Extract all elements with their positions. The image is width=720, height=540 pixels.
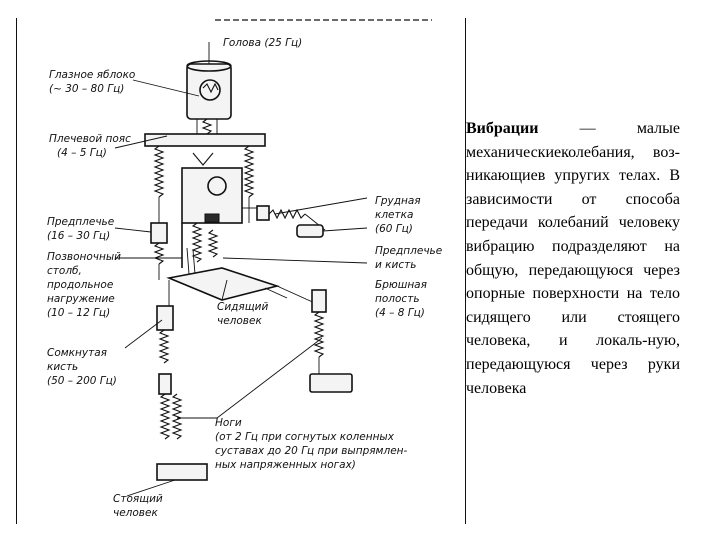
label-fist: Сомкнутая [47, 347, 107, 359]
definition-term: Вибрации [466, 120, 539, 137]
pelvis-seat-part [166, 267, 318, 308]
label-forearm-hand-2: и кисть [375, 259, 416, 271]
chest-part [181, 152, 326, 238]
label-chest-2: клетка [375, 209, 413, 221]
label-standing: Стоящий [113, 493, 163, 505]
diagram-labels: Голова (25 Гц) Глазное яблоко (~ 30 – 80… [47, 37, 442, 519]
label-seated-2: человек [217, 315, 262, 327]
label-forearm: Предплечье [47, 216, 114, 228]
label-legs: Ноги [215, 417, 242, 429]
label-legs-3: суставах до 20 Гц при выпрямлен- [215, 445, 408, 457]
label-chest-freq: (60 Гц) [375, 223, 413, 235]
label-spine-2: столб, [47, 265, 82, 277]
label-eyeball: Глазное яблоко [49, 69, 135, 81]
label-forearm-hand: Предплечье [375, 245, 442, 257]
label-seated: Сидящий [217, 301, 268, 313]
definition-text: Вибрации — малые механическиеколебания, … [466, 117, 680, 400]
standing-leg-part [126, 305, 208, 497]
label-spine-4: нагружение [47, 293, 115, 305]
label-shoulder: Плечевой пояс [49, 133, 131, 145]
head-part [186, 42, 232, 135]
label-fist-2: кисть [47, 361, 78, 373]
label-legs-2: (от 2 Гц при согнутых коленных [215, 431, 395, 443]
label-head: Голова (25 Гц) [223, 37, 302, 49]
label-spine-3: продольное [47, 279, 113, 291]
label-abdomen-2: полость [375, 293, 420, 305]
definition-body: — малые механическиеколебания, воз-никаю… [466, 120, 680, 397]
label-standing-2: человек [113, 507, 158, 519]
label-fist-freq: (50 – 200 Гц) [47, 375, 117, 387]
spine-part [181, 222, 219, 275]
vibration-body-diagram: Голова (25 Гц) Глазное яблоко (~ 30 – 80… [16, 18, 466, 524]
seated-leg-part [309, 289, 353, 393]
label-legs-4: ных напряженных ногах) [215, 459, 356, 471]
label-chest: Грудная [375, 195, 421, 207]
leader-lines [114, 79, 368, 419]
mechanical-body-model: Голова (25 Гц) Глазное яблоко (~ 30 – 80… [47, 19, 442, 519]
label-abdomen-freq: (4 – 8 Гц) [375, 307, 425, 319]
label-eyeball-freq: (~ 30 – 80 Гц) [49, 83, 124, 95]
label-spine-1: Позвоночный [47, 251, 121, 263]
shoulder-girdle-part [144, 133, 266, 223]
label-spine-freq: (10 – 12 Гц) [47, 307, 110, 319]
label-forearm-freq: (16 – 30 Гц) [47, 230, 110, 242]
forearm-part [150, 222, 168, 280]
label-abdomen: Брюшная [375, 279, 427, 291]
label-shoulder-freq: (4 – 5 Гц) [57, 147, 107, 159]
